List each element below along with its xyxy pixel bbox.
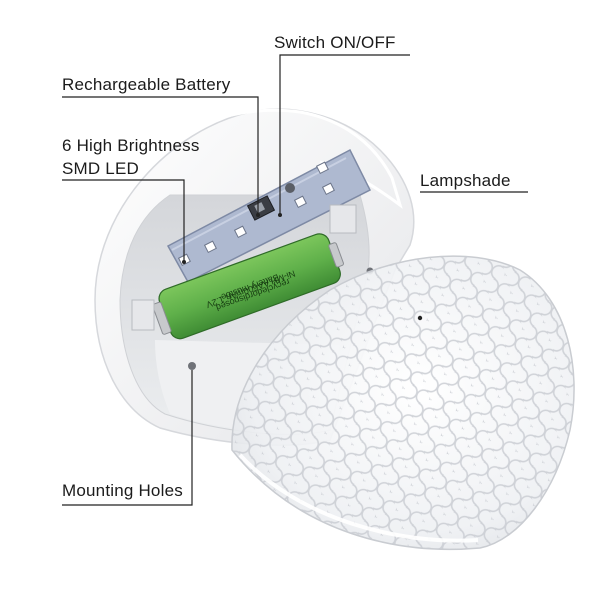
battery-clip-left — [131, 299, 155, 331]
battery-clip-right — [329, 204, 357, 234]
led-4 — [293, 195, 307, 209]
smd-leds — [177, 161, 335, 267]
label-lampshade: Lampshade — [420, 171, 511, 190]
base-rim — [149, 108, 403, 209]
leader-battery — [62, 96, 259, 215]
led-3 — [233, 225, 247, 239]
label-battery: Rechargeable Battery — [62, 75, 231, 94]
led-5 — [321, 182, 335, 196]
leader-dots — [182, 213, 423, 321]
rechargeable-battery: Ni-MH AA600mAh 1.2V Battery mustbe recyc… — [152, 233, 344, 340]
led-board — [166, 148, 372, 283]
leader-switch — [279, 54, 410, 215]
pcb — [166, 148, 372, 283]
leader-lines — [62, 54, 528, 506]
label-switch: Switch ON/OFF — [274, 33, 396, 52]
leader-mounting — [62, 370, 193, 506]
label-led-line1: 6 High Brightness — [62, 136, 200, 155]
leader-led — [62, 179, 185, 262]
led-2 — [203, 240, 217, 254]
label-led-line2: SMD LED — [62, 159, 139, 178]
label-mounting: Mounting Holes — [62, 481, 183, 500]
mounting-hole-lower — [188, 362, 196, 370]
led-6 — [315, 161, 329, 175]
